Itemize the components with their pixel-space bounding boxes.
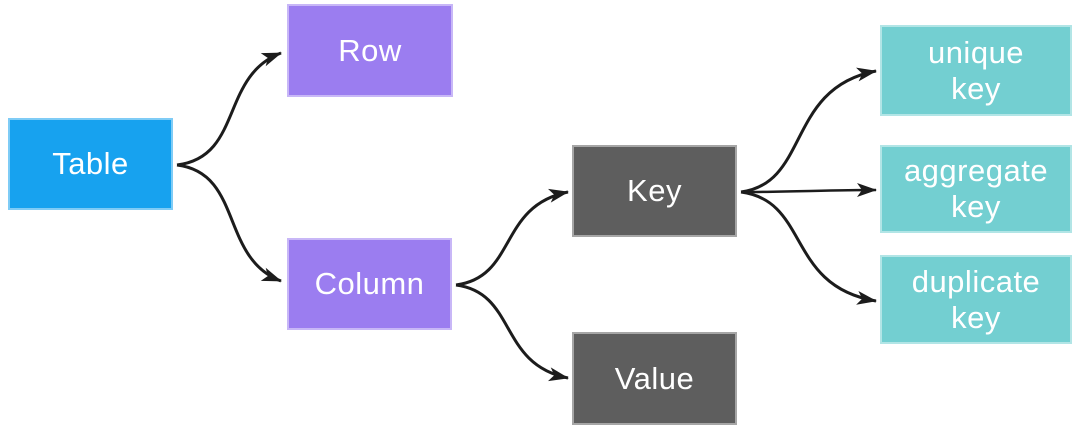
node-row-label: Row: [338, 32, 402, 68]
node-column-label: Column: [314, 266, 425, 302]
edge-key-unique-key: [740, 67, 877, 194]
node-value: Value: [572, 332, 737, 425]
node-duplicate-key-label: duplicate key: [911, 263, 1041, 335]
edge-table-row: [176, 51, 282, 167]
node-key: Key: [572, 145, 737, 237]
node-value-label: Value: [614, 360, 695, 396]
edge-column-key: [455, 188, 569, 287]
node-row: Row: [287, 4, 453, 97]
node-aggregate-key: aggregate key: [880, 145, 1072, 233]
node-table-label: Table: [52, 146, 129, 182]
node-aggregate-key-label: aggregate key: [903, 153, 1049, 224]
edge-table-column: [176, 163, 282, 283]
node-key-label: Key: [627, 173, 682, 209]
edge-key-duplicate-key: [740, 190, 877, 305]
node-table: Table: [8, 118, 173, 210]
node-column: Column: [287, 238, 452, 330]
node-duplicate-key: duplicate key: [880, 255, 1072, 344]
edge-column-value: [455, 283, 569, 382]
edge-key-aggregate-key: [740, 183, 877, 198]
node-unique-key-label: unique key: [927, 34, 1025, 106]
node-unique-key: unique key: [880, 25, 1072, 116]
